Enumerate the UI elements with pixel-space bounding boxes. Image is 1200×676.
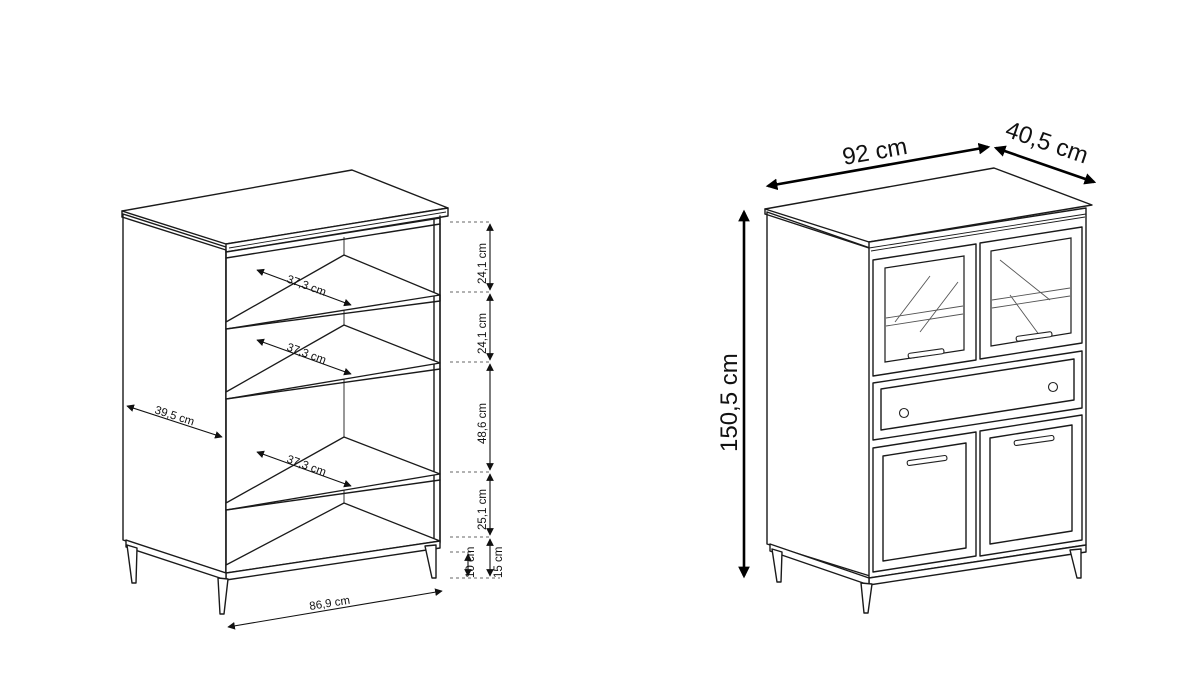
side-depth-line (126, 404, 223, 439)
handle-glass-left[interactable] (907, 348, 945, 359)
depth-label: 40,5 cm (1002, 116, 1092, 169)
width-dimension-line (765, 142, 991, 191)
leg-front-right (424, 544, 437, 579)
handle-glass-right[interactable] (1015, 331, 1053, 342)
leg-back-left (126, 544, 138, 584)
right-leg-front-left (860, 582, 873, 614)
width-label: 92 cm (840, 133, 909, 171)
lower-door-right-panel (989, 424, 1073, 545)
drawer-panel (880, 358, 1075, 431)
leg-front-left (217, 577, 229, 615)
lower-door-left-panel (882, 442, 967, 562)
leg-height-label: 15 cm (493, 547, 505, 578)
drawer-knob-right[interactable] (1047, 381, 1059, 393)
handle-lower-left[interactable] (906, 454, 948, 467)
glass-pane-left (884, 255, 965, 363)
right-leg-front-right (1069, 548, 1082, 579)
right-leg-back-left (771, 548, 783, 583)
shelf-2-depth-line (256, 338, 352, 376)
depth-dimension-line (993, 145, 1097, 185)
drawer-knob-left[interactable] (898, 407, 910, 419)
shelf-3-depth-line (256, 450, 352, 488)
height-3-label: 48,6 cm (477, 403, 489, 444)
handle-lower-right[interactable] (1013, 434, 1055, 447)
height-1-label: 24,1 cm (477, 243, 489, 284)
height-4-label: 25,1 cm (477, 489, 489, 530)
glass-pane-right (990, 237, 1072, 347)
height-label: 150,5 cm (716, 353, 743, 452)
height-2-label: 24,1 cm (477, 313, 489, 354)
left-side-panel (122, 213, 227, 574)
open-cabinet-drawing (121, 169, 449, 615)
shelf-1-depth-line (256, 268, 352, 307)
bottom-width-line (227, 588, 443, 630)
door-cabinet-drawing (764, 167, 1093, 614)
right-cab-side-panel (766, 211, 871, 577)
height-5-label: 10 cm (465, 547, 477, 578)
